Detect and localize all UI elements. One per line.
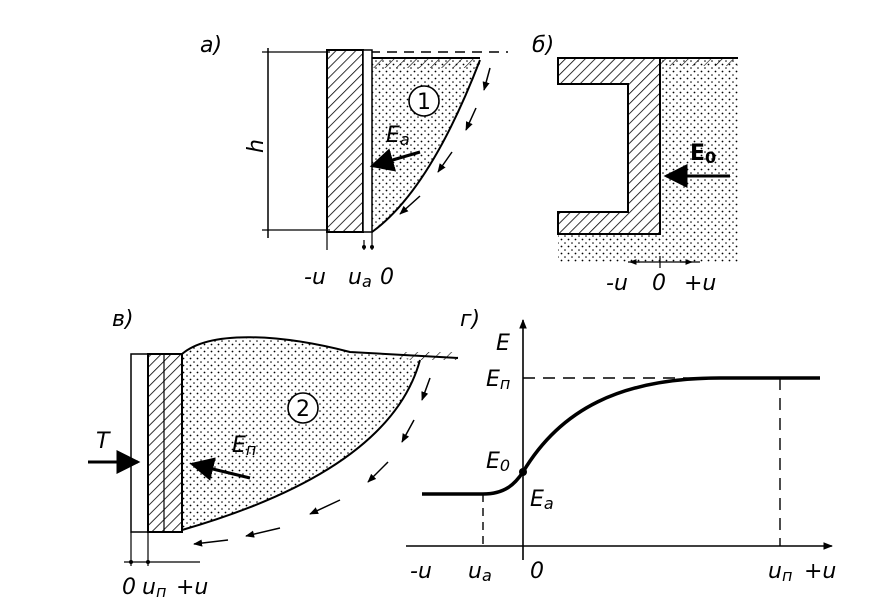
axis-zero-label-c: 0 <box>122 575 136 600</box>
slip-arrow-c3 <box>367 461 389 483</box>
ea-label-a: Ea <box>386 123 410 149</box>
slip-arrow-a2 <box>465 107 477 131</box>
e0-label-d: E0 <box>486 449 510 475</box>
axis-neg-label-b: -u <box>606 271 628 296</box>
panel-a: а) h 1 Ea -u ua 0 <box>200 33 508 291</box>
wall-original-position-c <box>130 353 149 533</box>
ea-label-d: Ea <box>530 487 554 513</box>
ep-label-c: Eп <box>232 433 256 459</box>
x-neg-label: -u <box>410 559 432 584</box>
slip-arrow-c4 <box>309 499 341 515</box>
panel-d: г) E Eп E0 Ea -u ua 0 uп +u <box>406 307 836 585</box>
soil-wedge-1 <box>372 60 480 232</box>
panel-b: б) E0 -u 0 +u <box>532 33 738 296</box>
passive-pressure-arrow <box>189 457 251 481</box>
slip-arrow-a1 <box>482 67 491 91</box>
heaved-ground-surface <box>181 336 459 359</box>
ep-label-d: Eп <box>486 367 510 393</box>
ground-surface-hatch-a <box>372 58 480 68</box>
ground-surface-hatch-b <box>660 58 738 66</box>
zone-1-label: 1 <box>417 90 431 115</box>
e0-point <box>519 468 527 476</box>
soil-backfill-b <box>558 58 738 262</box>
slip-surface-a <box>371 59 481 233</box>
up-label-d: uп <box>768 559 792 585</box>
axis-zero-label-a: 0 <box>380 265 394 290</box>
slip-arrow-c5 <box>245 527 281 538</box>
panel-c-label: в) <box>112 307 134 332</box>
ua-label-d: ua <box>468 559 492 585</box>
zone-2-marker <box>287 392 319 424</box>
up-point-c <box>146 560 150 564</box>
slip-surface-c <box>181 359 421 531</box>
retaining-structure-b <box>557 57 661 235</box>
slip-arrow-c1 <box>421 377 431 401</box>
axis-zero-label-b: 0 <box>652 271 666 296</box>
retaining-wall-a <box>326 49 364 233</box>
slip-arrow-c6 <box>193 539 229 547</box>
axis-pos-label-b: +u <box>684 271 716 296</box>
axis-up-label-c: uп <box>142 575 166 601</box>
zero-point-c <box>129 560 133 564</box>
active-pressure-arrow <box>369 148 421 172</box>
slip-arrow-c2 <box>401 419 415 443</box>
pressure-displacement-curve <box>422 376 820 496</box>
e0-label-b: E0 <box>690 141 716 167</box>
panel-b-label: б) <box>532 33 554 58</box>
height-label: h <box>244 139 269 153</box>
thrust-label: T <box>96 429 111 454</box>
axis-neg-label-a: -u <box>304 265 326 290</box>
y-axis-label: E <box>496 331 510 356</box>
wall-displaced-strip-a <box>362 49 373 233</box>
slip-arrow-a4 <box>399 195 421 215</box>
soil-wedge-2 <box>182 337 420 530</box>
axis-pos-label-c: +u <box>176 575 208 600</box>
axis-ua-label-a: ua <box>348 265 372 291</box>
zone-1-marker <box>408 85 440 117</box>
zone-2-label: 2 <box>296 397 310 422</box>
slip-arrow-a3 <box>437 151 453 173</box>
retaining-wall-c <box>147 353 183 533</box>
zero-label-d: 0 <box>530 559 544 584</box>
panel-c: в) T 2 Eп 0 uп +u <box>88 307 459 601</box>
ground-surface-hatch-c <box>400 352 458 360</box>
x-pos-label: +u <box>804 559 836 584</box>
panel-a-label: а) <box>200 33 222 58</box>
zero-point-a <box>370 245 374 249</box>
panel-d-label: г) <box>460 307 480 332</box>
ua-point-a <box>362 245 366 249</box>
